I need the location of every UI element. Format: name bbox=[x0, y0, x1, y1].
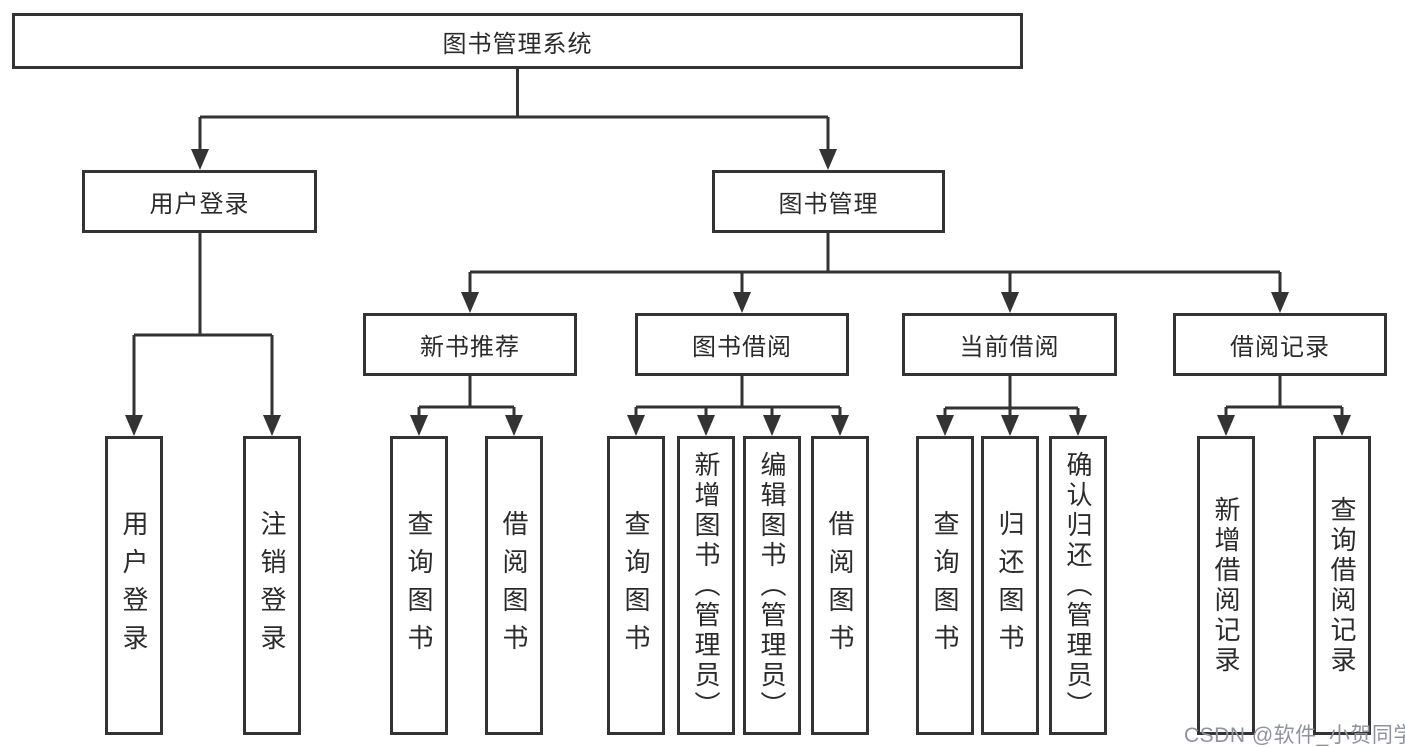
node-root-label: 图书管理系统 bbox=[442, 30, 593, 58]
node-current-borrow-label: 当前借阅 bbox=[959, 334, 1060, 361]
leaf-return-books-label: 归还图书 bbox=[995, 509, 1025, 662]
leaf-query-borrow-record: 查询借阅记录 bbox=[1313, 436, 1371, 735]
node-current-borrow: 当前借阅 bbox=[902, 313, 1117, 376]
leaf-borrow-books-label: 借阅图书 bbox=[825, 509, 855, 662]
leaf-confirm-return-admin: 确认归还（管理员） bbox=[1049, 436, 1107, 735]
leaf-logout-label: 注销登录 bbox=[257, 509, 287, 662]
leaf-borrow-books: 借阅图书 bbox=[811, 436, 869, 735]
leaf-add-books-admin-label: 新增图书（管理员） bbox=[691, 450, 721, 721]
node-user-login-branch-label: 用户登录 bbox=[149, 191, 250, 218]
leaf-add-borrow-record-label: 新增借阅记录 bbox=[1211, 495, 1241, 676]
leaf-user-login: 用户登录 bbox=[105, 436, 163, 735]
node-book-management-branch-label: 图书管理 bbox=[778, 191, 879, 218]
node-borrow-records: 借阅记录 bbox=[1173, 313, 1387, 376]
leaf-borrow-books-recommend: 借阅图书 bbox=[485, 436, 543, 735]
leaf-edit-books-admin-label: 编辑图书（管理员） bbox=[757, 450, 787, 721]
node-book-borrow-label: 图书借阅 bbox=[692, 334, 792, 361]
csdn-watermark: CSDN @软件_小贺同学 bbox=[1184, 724, 1405, 747]
leaf-query-books-recommend-label: 查询图书 bbox=[404, 509, 434, 662]
node-new-book-recommend-label: 新书推荐 bbox=[420, 334, 520, 361]
node-borrow-records-label: 借阅记录 bbox=[1230, 334, 1330, 361]
node-book-borrow: 图书借阅 bbox=[635, 313, 849, 376]
leaf-add-borrow-record: 新增借阅记录 bbox=[1197, 436, 1255, 735]
leaf-query-borrow-record-label: 查询借阅记录 bbox=[1327, 495, 1357, 676]
leaf-add-books-admin: 新增图书（管理员） bbox=[677, 436, 735, 735]
node-root-system: 图书管理系统 bbox=[12, 13, 1023, 69]
leaf-user-login-label: 用户登录 bbox=[119, 509, 149, 662]
node-user-login-branch: 用户登录 bbox=[82, 170, 317, 233]
node-new-book-recommend: 新书推荐 bbox=[363, 313, 577, 376]
leaf-edit-books-admin: 编辑图书（管理员） bbox=[743, 436, 801, 735]
leaf-query-books-current-label: 查询图书 bbox=[930, 509, 960, 662]
leaf-query-books-borrow-label: 查询图书 bbox=[621, 509, 651, 662]
leaf-return-books: 归还图书 bbox=[981, 436, 1039, 735]
leaf-borrow-books-recommend-label: 借阅图书 bbox=[499, 509, 529, 662]
node-book-management-branch: 图书管理 bbox=[712, 170, 945, 233]
leaf-logout: 注销登录 bbox=[243, 436, 301, 735]
leaf-confirm-return-admin-label: 确认归还（管理员） bbox=[1063, 450, 1093, 721]
leaf-query-books-recommend: 查询图书 bbox=[390, 436, 448, 735]
leaf-query-books-borrow: 查询图书 bbox=[607, 436, 665, 735]
arrowhead-icons bbox=[125, 149, 1351, 436]
leaf-query-books-current: 查询图书 bbox=[916, 436, 974, 735]
